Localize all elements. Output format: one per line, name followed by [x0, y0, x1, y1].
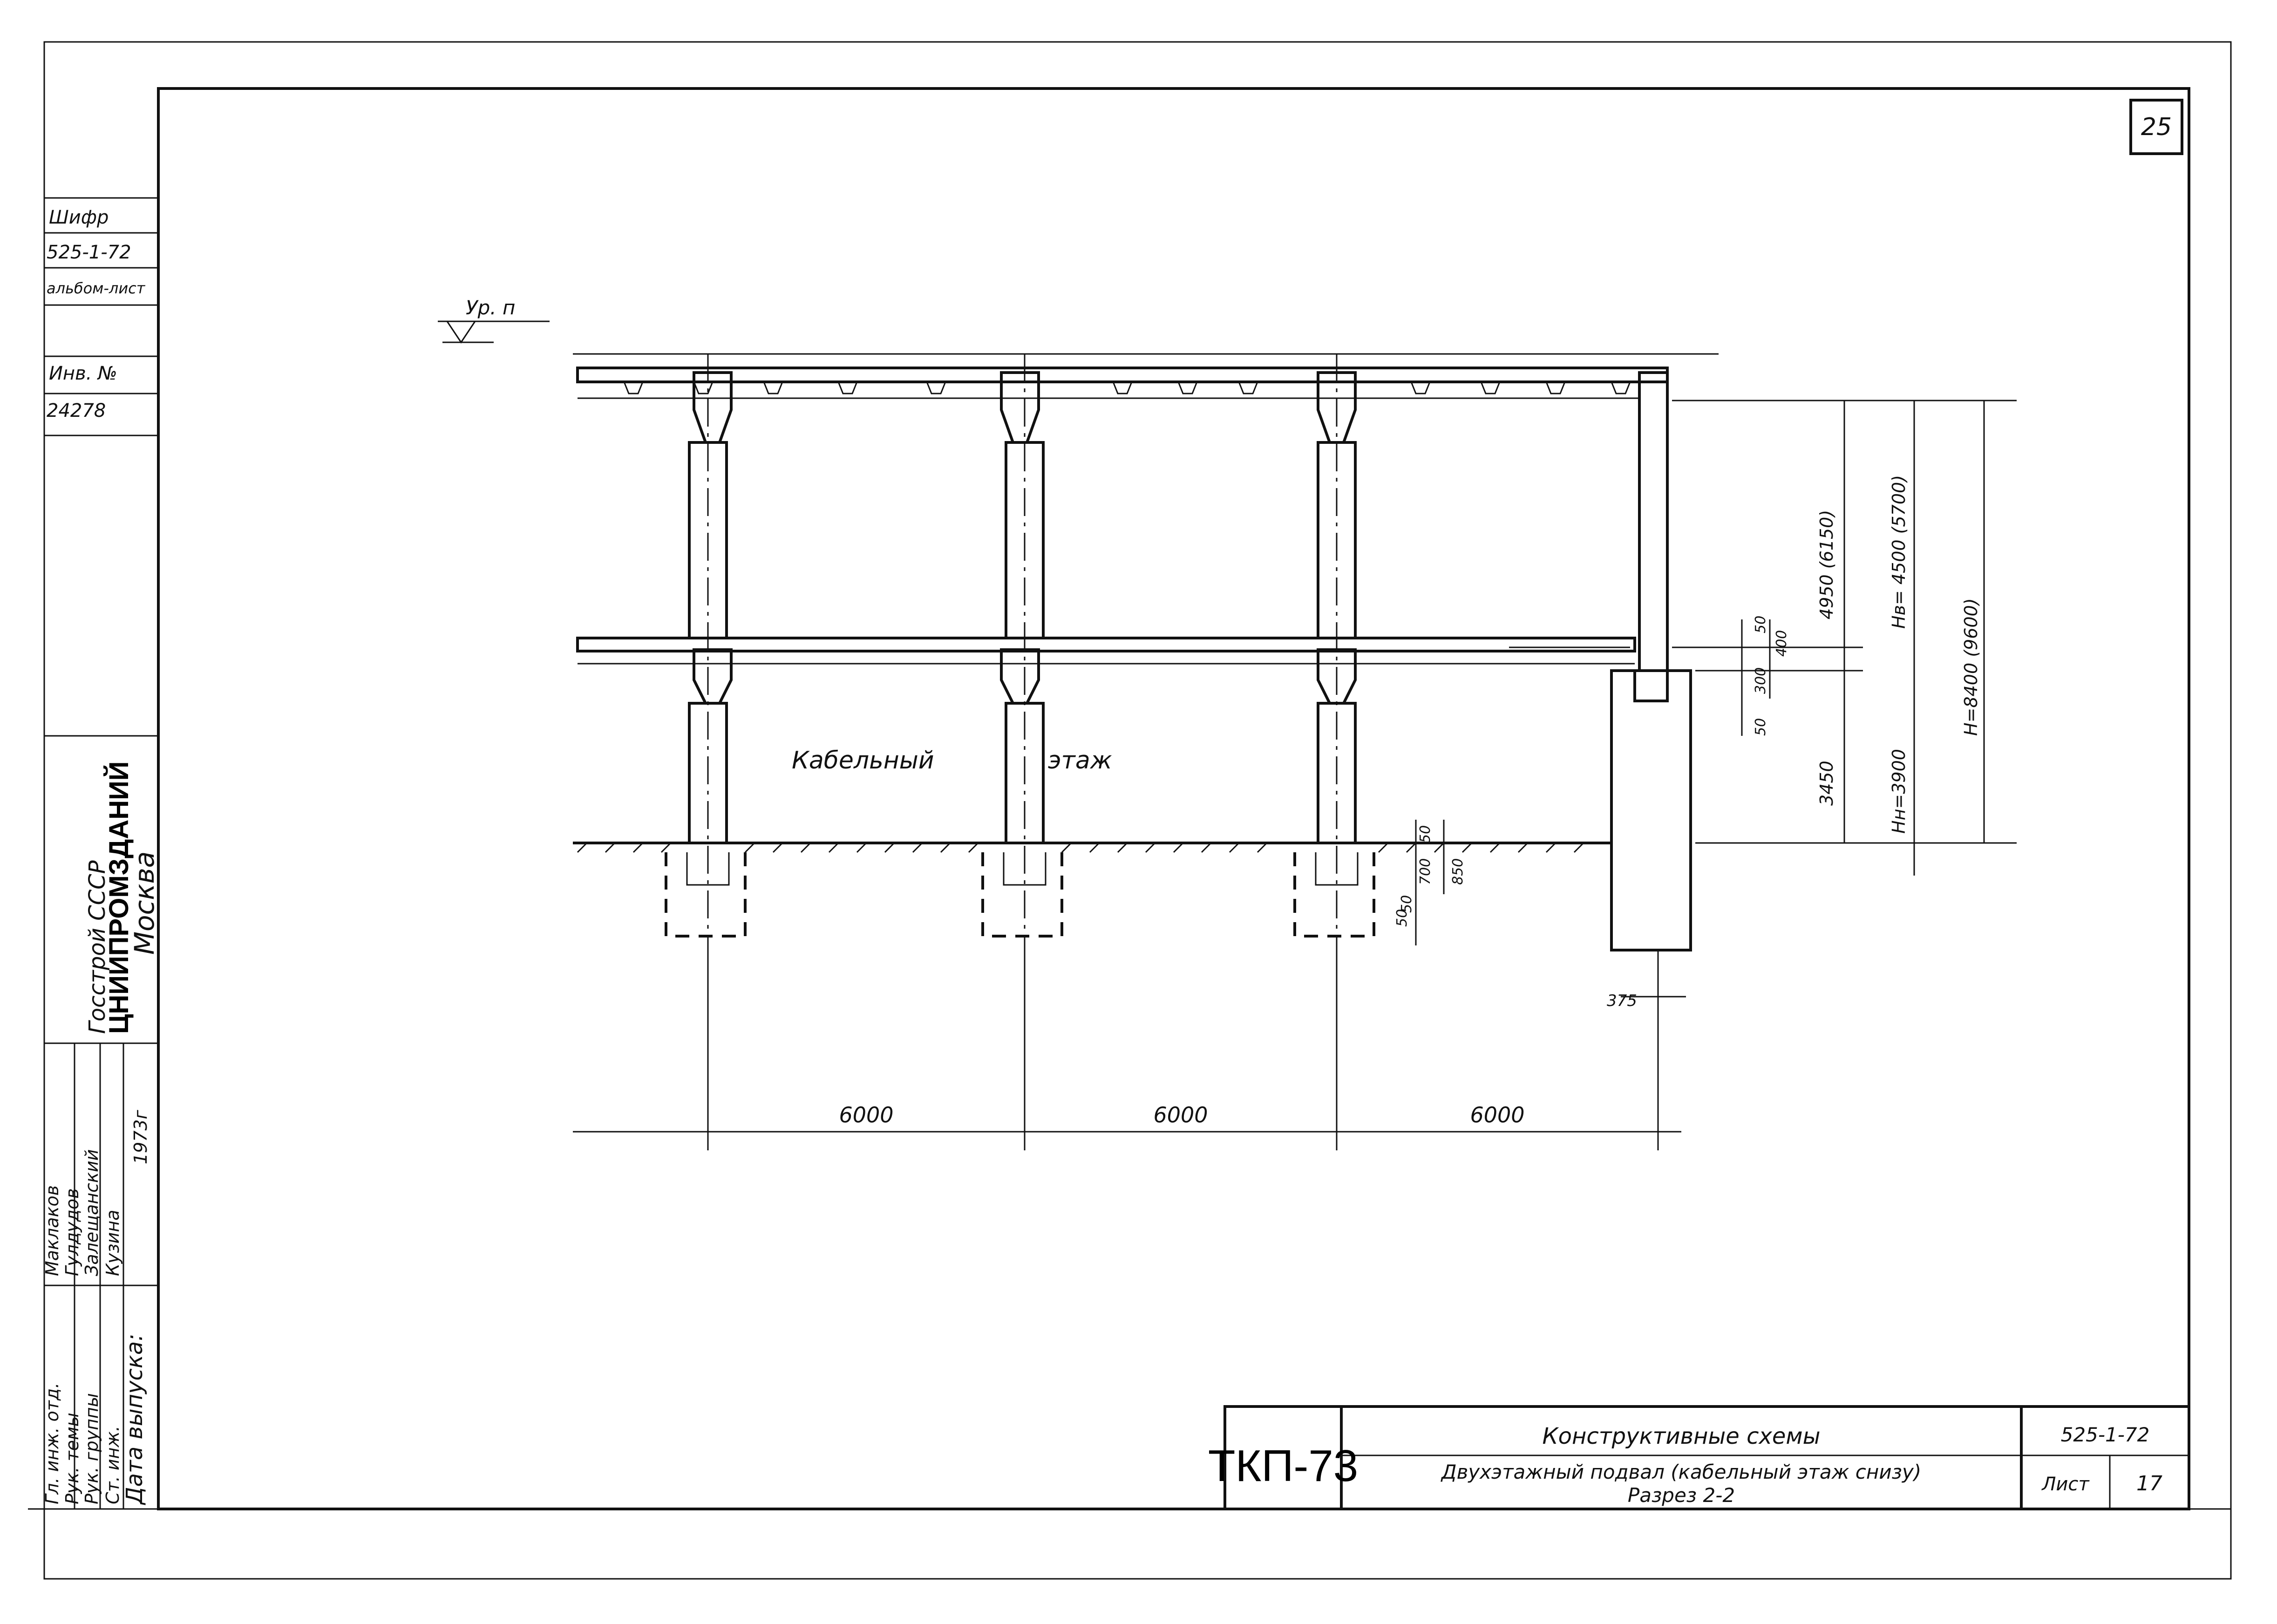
name-1: Маклаков [42, 1185, 62, 1276]
dim-slab-d: 50 [1753, 718, 1769, 736]
org-city: Москва [129, 851, 160, 955]
name-5: 1973г [130, 1109, 151, 1164]
page-number-box [2129, 99, 2183, 155]
dim-upper-storey: 4950 (6150) [1816, 510, 1837, 619]
inv-label: Инв. № [49, 363, 117, 384]
wall-thickness: 375 [1607, 992, 1637, 1010]
title-line3: Разрез 2-2 [1628, 1484, 1735, 1507]
dim-slab-a: 50 [1753, 616, 1769, 633]
name-2: Гулдудов [62, 1188, 82, 1276]
intermediate-slab [576, 637, 1636, 665]
sheet-value: 17 [2136, 1472, 2162, 1495]
dim-h-lower: Hн=3900 [1889, 749, 1909, 834]
column-3 [1317, 354, 1357, 950]
footing-2 [981, 852, 1063, 938]
dim-h-total: H=8400 (9600) [1961, 598, 1981, 736]
title-block: ТКП-73 Конструктивные схемы Двухэтажный … [1208, 1405, 2190, 1510]
footing-dim-d: 850 [1450, 858, 1466, 885]
name-4: Кузина [102, 1210, 123, 1277]
span-2: 6000 [1153, 1102, 1208, 1128]
role-5: Дата выпуска: [122, 1334, 148, 1506]
vertical-dimensions: 4950 (6150) Hв= 4500 (5700) H=8400 (9600… [1672, 400, 2017, 876]
role-4: Ст. инж. [102, 1426, 123, 1504]
cable-floor-label-2: этаж [1048, 747, 1112, 775]
roof-slab [576, 367, 1669, 399]
cipher-value: 525-1-72 [47, 242, 131, 263]
name-3: Залещанский [82, 1149, 102, 1276]
cipher-label: Шифр [49, 207, 109, 228]
span-dimensions: 6000 6000 6000 375 [573, 950, 1686, 1150]
footing-dim-c: 50 [1417, 825, 1434, 843]
basement-floor [573, 842, 1611, 853]
inv-value: 24278 [47, 400, 106, 421]
footing-1 [665, 852, 747, 938]
dim-slab-c: 300 [1753, 667, 1769, 694]
span-1: 6000 [839, 1102, 893, 1128]
inner-frame [157, 87, 2190, 1510]
page-number: 25 [2141, 113, 2172, 141]
floor-level-mark: Ур. п [438, 296, 550, 344]
role-1: Гл. инж. отд. [42, 1383, 62, 1504]
title-line1: Конструктивные схемы [1543, 1423, 1821, 1449]
dim-h-upper: Hв= 4500 (5700) [1889, 475, 1909, 629]
span-3: 6000 [1470, 1102, 1524, 1128]
footing-dim-e: 50 [1394, 909, 1410, 927]
org-name: ЦНИИПРОМЗДАНИЙ [104, 761, 134, 1034]
cable-floor-label-1: Кабельный [792, 747, 934, 775]
title-series: 525-1-72 [2061, 1423, 2150, 1446]
retaining-wall [1509, 371, 1692, 951]
left-stamp: Шифр 525-1-72 альбом-лист Инв. № 24278 Г… [42, 197, 160, 1509]
outer-frame [43, 41, 2232, 1580]
footing-dim-a: 50 [1399, 895, 1415, 913]
footing-3 [1293, 852, 1375, 938]
footing-dim-b: 700 [1417, 858, 1434, 885]
role-2: Рук. темы [62, 1413, 82, 1504]
dim-slab-b: 400 [1774, 630, 1790, 657]
org-ministry: Госстрой СССР [84, 860, 110, 1034]
role-3: Рук. группы [82, 1393, 102, 1504]
title-line2: Двухэтажный подвал (кабельный этаж снизу… [1441, 1461, 1921, 1483]
floor-level-label: Ур. п [466, 296, 515, 319]
title-code: ТКП-73 [1208, 1441, 1358, 1491]
album-sheet: альбом-лист [47, 279, 146, 297]
footing-dimensions: 50 700 50 850 50 [1394, 820, 1466, 945]
dim-lower-storey: 3450 [1816, 761, 1837, 806]
sheet-label: Лист [2041, 1474, 2090, 1495]
